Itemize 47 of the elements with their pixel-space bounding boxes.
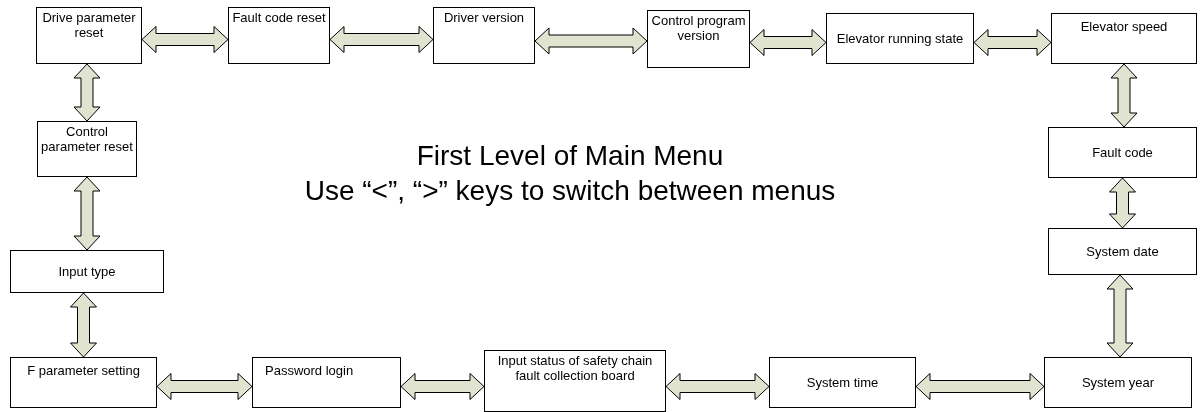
- menu-label: Control parameter reset: [41, 124, 133, 154]
- menu-box: [10, 357, 157, 408]
- menu-box: [252, 357, 401, 408]
- double-arrow: [329, 26, 434, 53]
- menu-box: [647, 10, 750, 68]
- double-arrow: [141, 26, 229, 53]
- double-arrow: [665, 373, 770, 400]
- menu-box: [1044, 357, 1192, 408]
- menu-label: System year: [1081, 375, 1155, 390]
- double-arrow: [1109, 177, 1136, 229]
- menu-box: [1051, 13, 1197, 64]
- double-arrow: [973, 29, 1052, 56]
- menu-box: [1048, 127, 1197, 178]
- menu-box: [1048, 228, 1197, 275]
- double-arrow: [1106, 274, 1134, 358]
- double-arrow: [156, 373, 253, 400]
- menu-box: [228, 7, 330, 64]
- double-arrow: [534, 27, 648, 55]
- menu-box: [433, 7, 535, 64]
- menu-label: Fault code reset: [232, 10, 326, 25]
- menu-label: Elevator speed: [1080, 19, 1168, 34]
- menu-label: Input type: [58, 264, 116, 279]
- double-arrow: [1110, 63, 1138, 128]
- double-arrow: [915, 373, 1045, 400]
- menu-label: System date: [1086, 244, 1159, 259]
- menu-label: F parameter setting: [27, 363, 140, 378]
- double-arrow: [70, 292, 97, 358]
- double-arrow: [749, 29, 827, 56]
- menu-box: [769, 357, 916, 408]
- menu-label: Fault code: [1092, 145, 1153, 160]
- menu-label: Input status of safety chain fault collection board: [496, 353, 654, 383]
- menu-box: [36, 7, 142, 64]
- menu-label: Elevator running state: [836, 31, 964, 46]
- diagram-heading: First Level of Main Menu: [415, 140, 725, 172]
- menu-box: [826, 13, 974, 64]
- menu-box: [10, 250, 164, 293]
- menu-box: [484, 350, 666, 412]
- double-arrow: [400, 373, 485, 400]
- menu-label: Driver version: [443, 10, 525, 25]
- menu-box: [37, 121, 137, 177]
- double-arrow: [73, 176, 101, 251]
- menu-label: System time: [806, 375, 879, 390]
- double-arrow: [73, 63, 101, 122]
- instruction-text: Use “<”, “>” keys to switch between menus: [303, 175, 837, 207]
- menu-label: Password login: [265, 363, 354, 378]
- menu-label: Control program version: [651, 13, 746, 43]
- menu-label: Drive parameter reset: [41, 10, 137, 40]
